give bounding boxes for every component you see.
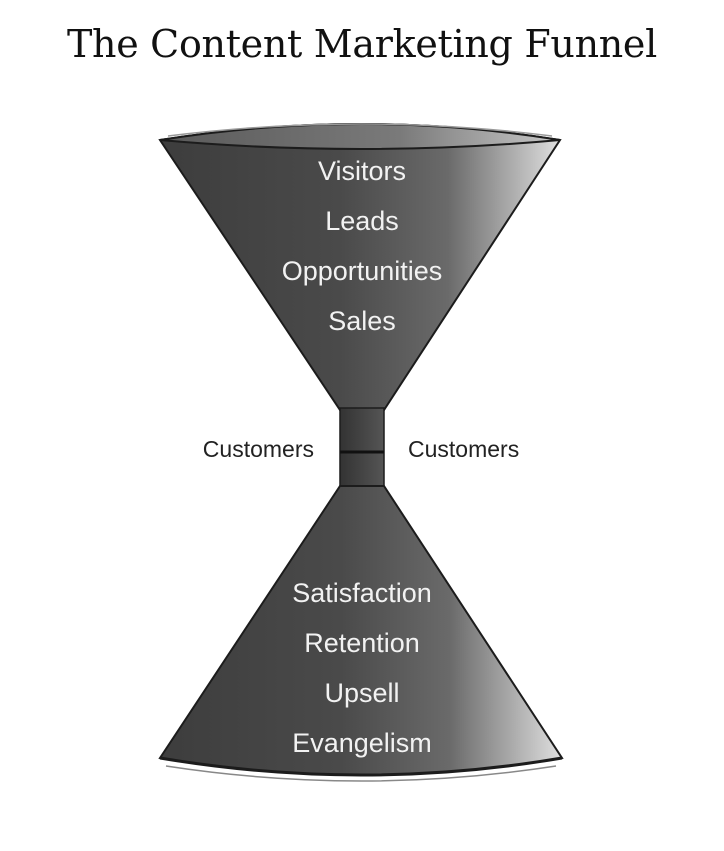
neck-left-label: Customers <box>203 436 314 462</box>
top-stage-label: Sales <box>328 306 396 336</box>
bottom-stage-label: Satisfaction <box>292 578 432 608</box>
top-funnel-rim-highlight <box>167 123 553 137</box>
bottom-stage-label: Upsell <box>324 678 399 708</box>
top-stage-label: Visitors <box>318 156 406 186</box>
funnel-neck <box>339 407 385 489</box>
bottom-stage-label: Retention <box>304 628 420 658</box>
top-funnel-rim <box>159 123 561 150</box>
bottom-stage-label: Evangelism <box>292 728 432 758</box>
page-title: The Content Marketing Funnel <box>67 22 657 66</box>
neck-right-label: Customers <box>408 436 519 462</box>
bottom-funnel-base-edge <box>159 756 563 777</box>
bottom-funnel-base-shadow <box>165 765 557 782</box>
top-stage-label: Leads <box>325 206 399 236</box>
top-stage-label: Opportunities <box>282 256 443 286</box>
